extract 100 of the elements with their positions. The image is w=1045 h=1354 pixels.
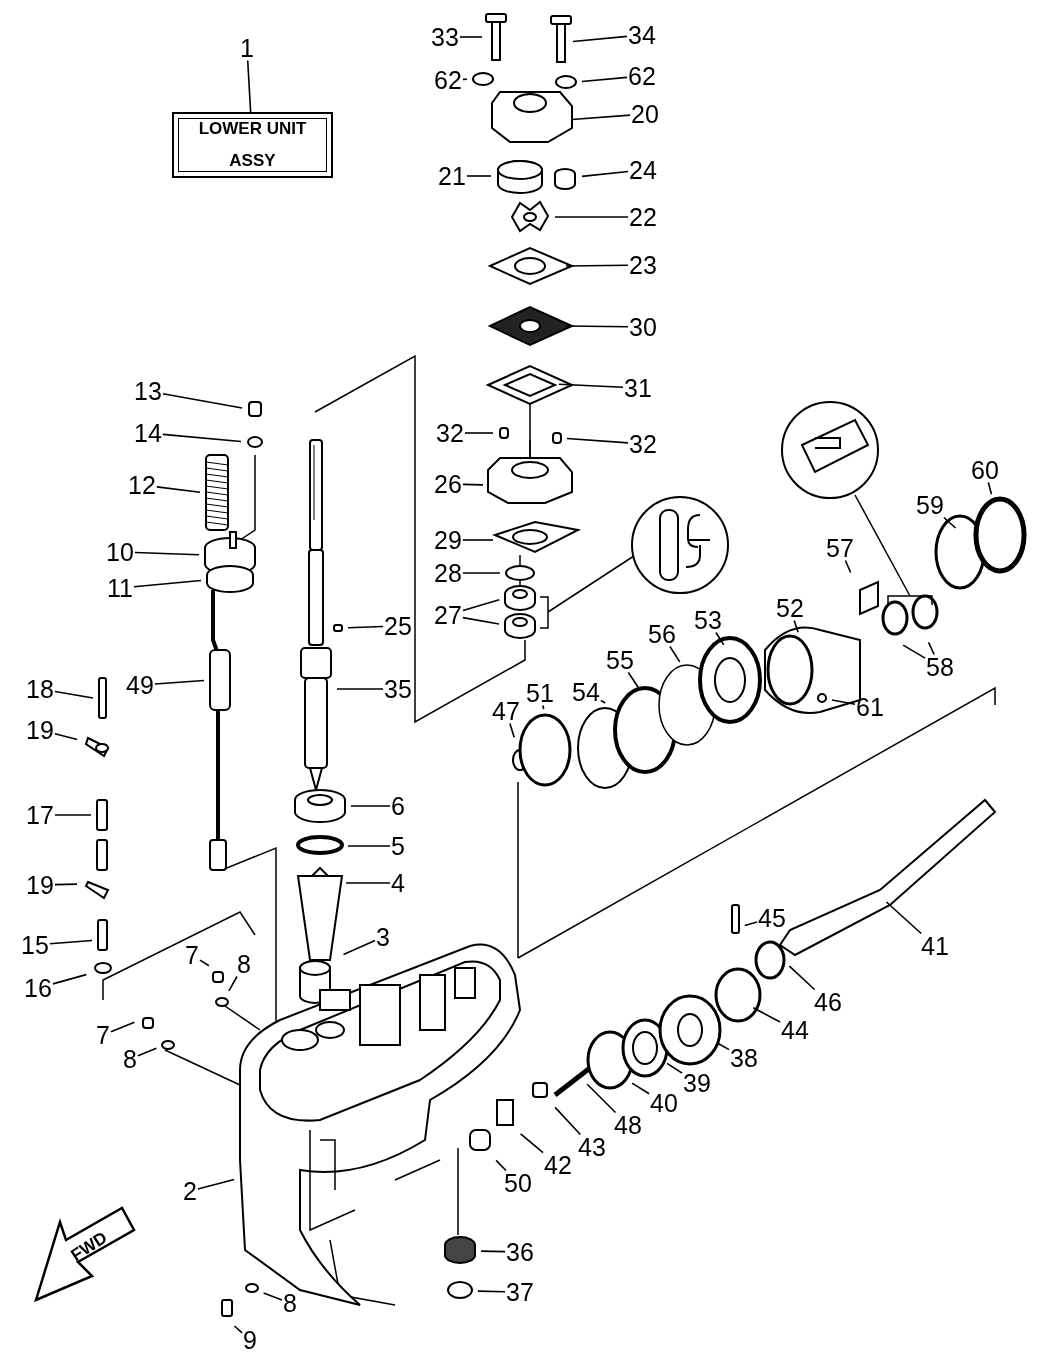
callout-number: 30 bbox=[628, 314, 658, 340]
leader-line bbox=[844, 559, 852, 574]
callout-number: 19 bbox=[25, 872, 55, 898]
leader-line bbox=[566, 437, 629, 444]
callout-number: 32 bbox=[435, 420, 465, 446]
leader-line bbox=[831, 699, 856, 706]
leader-line bbox=[54, 883, 78, 886]
callout-number: 56 bbox=[647, 621, 677, 647]
leader-line bbox=[571, 114, 631, 121]
leader-line bbox=[462, 483, 484, 486]
callout-number: 26 bbox=[433, 471, 463, 497]
callout-number: 37 bbox=[505, 1279, 535, 1305]
callout-number: 33 bbox=[430, 24, 460, 50]
callout-number: 12 bbox=[127, 472, 157, 498]
callout-number: 60 bbox=[970, 457, 1000, 483]
leader-line bbox=[466, 175, 492, 177]
leader-line bbox=[666, 1062, 683, 1074]
leader-line bbox=[715, 631, 725, 646]
leader-line bbox=[233, 1325, 243, 1334]
leader-line bbox=[793, 619, 799, 634]
leader-line bbox=[134, 551, 200, 556]
leader-line bbox=[464, 432, 494, 434]
callout-number: 3 bbox=[375, 924, 391, 950]
callout-number: 62 bbox=[433, 67, 463, 93]
leader-line bbox=[480, 1250, 506, 1253]
callout-number: 24 bbox=[628, 157, 658, 183]
callout-number: 49 bbox=[125, 672, 155, 698]
leader-line bbox=[350, 805, 391, 807]
callout-number: 18 bbox=[25, 676, 55, 702]
callout-number: 16 bbox=[23, 975, 53, 1001]
leader-line bbox=[462, 78, 468, 81]
leader-line bbox=[600, 699, 606, 704]
leader-line bbox=[495, 1159, 507, 1172]
callout-number: 31 bbox=[623, 375, 653, 401]
leader-line bbox=[459, 36, 483, 38]
leader-line bbox=[336, 688, 384, 690]
leader-line bbox=[788, 965, 816, 991]
callout-number: 22 bbox=[628, 204, 658, 230]
label-box bbox=[172, 112, 333, 178]
leader-line bbox=[156, 486, 201, 494]
leader-line bbox=[885, 901, 922, 935]
callout-number: 62 bbox=[627, 63, 657, 89]
callout-number: 23 bbox=[628, 252, 658, 278]
callout-number: 17 bbox=[25, 802, 55, 828]
leader-line bbox=[987, 481, 993, 495]
callout-number: 7 bbox=[95, 1022, 111, 1048]
leader-line bbox=[744, 921, 758, 927]
leader-line bbox=[558, 383, 624, 389]
callout-number: 2 bbox=[182, 1178, 198, 1204]
callout-number: 6 bbox=[390, 793, 406, 819]
callout-number: 25 bbox=[383, 613, 413, 639]
leader-line bbox=[54, 690, 94, 699]
part-name: LOWER UNIT ASSY bbox=[197, 117, 308, 172]
callout-number: 61 bbox=[855, 694, 885, 720]
callout-number: 8 bbox=[236, 951, 252, 977]
callout-number: 43 bbox=[577, 1134, 607, 1160]
callout-number: 59 bbox=[915, 492, 945, 518]
leader-line bbox=[137, 1047, 158, 1057]
leader-line bbox=[669, 645, 681, 663]
callout-number: 20 bbox=[630, 101, 660, 127]
leader-line bbox=[342, 939, 376, 956]
callout-number: 8 bbox=[282, 1290, 298, 1316]
leader-line bbox=[262, 1292, 283, 1301]
leader-line bbox=[572, 35, 628, 43]
callout-number: 34 bbox=[627, 22, 657, 48]
leader-line bbox=[228, 975, 238, 992]
leader-line bbox=[54, 814, 92, 816]
callout-number: 5 bbox=[390, 833, 406, 859]
callout-number: 46 bbox=[813, 989, 843, 1015]
leader-line bbox=[586, 1083, 617, 1114]
leader-line bbox=[162, 392, 243, 409]
leader-line bbox=[462, 572, 501, 574]
leader-line bbox=[627, 671, 640, 689]
leader-line bbox=[752, 1007, 781, 1023]
callout-number: 38 bbox=[729, 1045, 759, 1071]
callout-number: 40 bbox=[649, 1090, 679, 1116]
leader-line bbox=[542, 704, 545, 710]
callout-number: 53 bbox=[693, 607, 723, 633]
leader-line bbox=[581, 170, 629, 178]
callout-number: 7 bbox=[184, 942, 200, 968]
leader-line bbox=[565, 325, 629, 328]
leader-line bbox=[554, 1106, 582, 1136]
leader-line bbox=[519, 1133, 544, 1154]
callout-number: 9 bbox=[242, 1327, 258, 1353]
callout-number: 29 bbox=[433, 527, 463, 553]
leader-line bbox=[345, 882, 391, 884]
callout-number: 8 bbox=[122, 1046, 138, 1072]
callout-number: 4 bbox=[390, 870, 406, 896]
callout-number: 14 bbox=[133, 420, 163, 446]
callout-number: 21 bbox=[437, 163, 467, 189]
leader-line bbox=[462, 539, 494, 541]
leader-line bbox=[509, 722, 515, 739]
leader-line bbox=[581, 76, 628, 83]
callout-number: 13 bbox=[133, 378, 163, 404]
callout-number: 42 bbox=[543, 1152, 573, 1178]
callout-number: 36 bbox=[505, 1239, 535, 1265]
callout-number: 55 bbox=[605, 647, 635, 673]
leader-line bbox=[154, 679, 205, 685]
callout-number: 15 bbox=[20, 932, 50, 958]
callout-number: 58 bbox=[925, 654, 955, 680]
